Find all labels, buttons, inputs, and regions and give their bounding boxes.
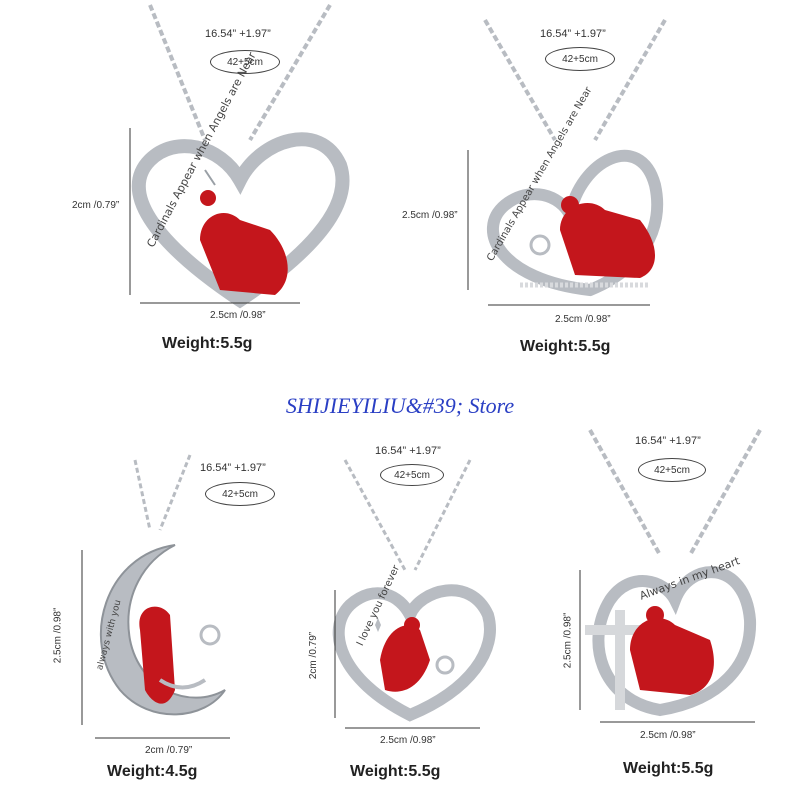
chain-length-label: 16.54” +1.97” [375, 445, 441, 457]
chain-length-label: 16.54” +1.97” [540, 28, 606, 40]
chain-cm-label: 42+5cm [205, 482, 275, 506]
chain-cm-label: 42+5cm [638, 458, 706, 482]
width-label: 2cm /0.79” [145, 745, 193, 756]
weight-label: Weight:5.5g [623, 760, 714, 777]
height-label: 2cm /0.79” [72, 200, 120, 211]
weight-label: Weight:5.5g [520, 338, 611, 355]
chain-length-label: 16.54” +1.97” [200, 462, 266, 474]
height-label: 2.5cm /0.98” [402, 210, 458, 221]
weight-label: Weight:5.5g [350, 763, 441, 780]
weight-label: Weight:4.5g [107, 763, 198, 780]
chain-length-label: 16.54” +1.97” [635, 435, 701, 447]
width-label: 2.5cm /0.98” [380, 735, 436, 746]
chain-cm-label: 42+5cm [380, 464, 444, 486]
chain-cm-label: 42+5cm [545, 47, 615, 71]
width-label: 2.5cm /0.98” [210, 310, 266, 321]
weight-label: Weight:5.5g [162, 335, 253, 352]
chain-cm-label: 42+5cm [210, 50, 280, 74]
chain-length-label: 16.54” +1.97” [205, 28, 271, 40]
store-name: SHIJIEYILIU&#39; Store [285, 393, 515, 418]
width-label: 2.5cm /0.98” [555, 314, 611, 325]
width-label: 2.5cm /0.98” [640, 730, 696, 741]
